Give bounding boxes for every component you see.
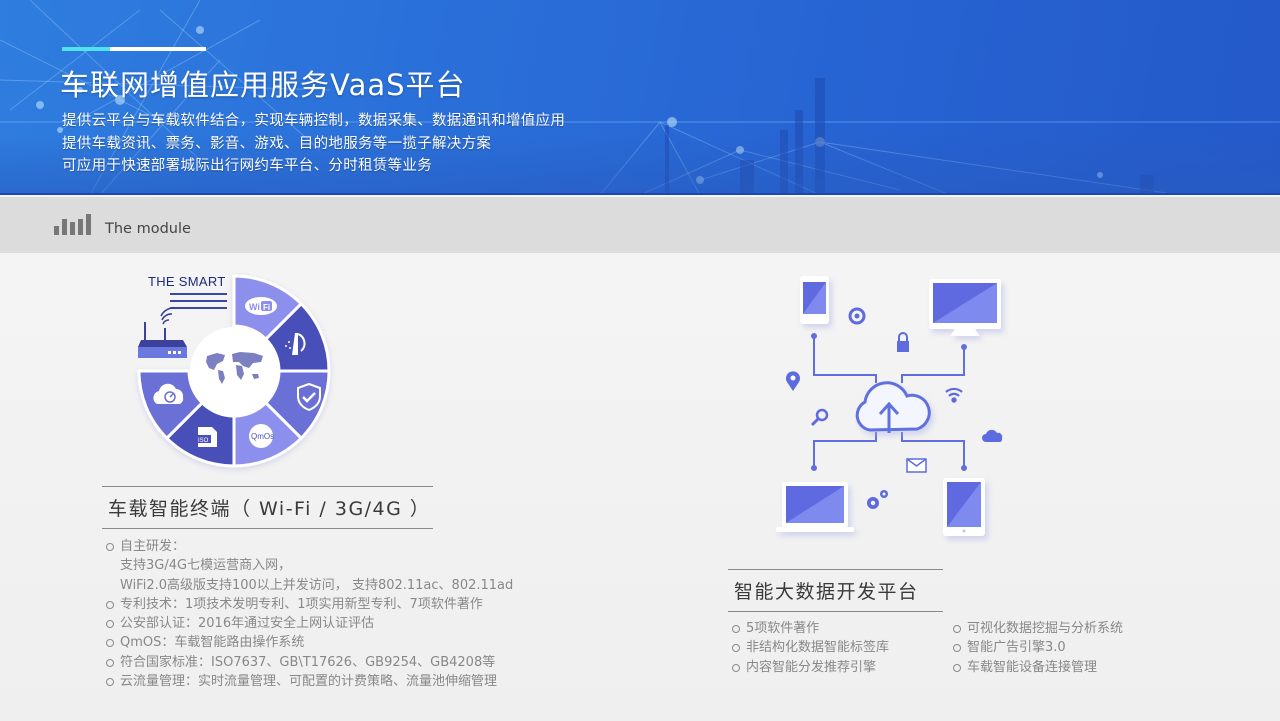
- feature-item: QmOS：车载智能路由操作系统: [104, 633, 513, 652]
- bullet-circle-icon: [732, 663, 740, 672]
- big-data-platform-diagram: [776, 276, 1003, 536]
- city-skyline-graphic: [0, 133, 1280, 193]
- feature-item: 专利技术：1项技术发明专利、1项实用新型专利、7项软件著作: [104, 595, 513, 614]
- banner-description: 提供云平台与车载软件结合，实现车辆控制，数据采集、数据通讯和增值应用 提供车载资…: [62, 110, 565, 178]
- big-data-features-col2: 可视化数据挖掘与分析系统 智能广告引擎3.0 车载智能设备连接管理: [951, 619, 1123, 677]
- svg-text:Wi: Wi: [249, 302, 260, 312]
- connection-lines: [813, 336, 965, 468]
- banner-line: 提供车载资讯、票务、影音、游戏、目的地服务等一揽子解决方案: [62, 135, 492, 152]
- bullet-circle-icon: [106, 620, 114, 629]
- iso-file-icon: ISO: [196, 427, 217, 447]
- laptop-icon: [776, 482, 854, 532]
- smart-terminal-features: 自主研发： 支持3G/4G七模运营商入网， WiFi2.0高级版支持100以上并…: [104, 537, 513, 691]
- desktop-monitor-icon: [929, 279, 1001, 336]
- at-sign-icon: [848, 307, 866, 325]
- bullet-circle-icon: [106, 639, 114, 648]
- page-title: 车联网增值应用服务VaaS平台: [60, 68, 466, 102]
- gears-icon: [867, 490, 888, 509]
- big-data-platform-title: 智能大数据开发平台: [728, 569, 943, 612]
- heading-lines-decoration: [170, 293, 227, 314]
- bullet-circle-icon: [953, 644, 961, 653]
- smart-heading: THE SMART: [148, 274, 226, 289]
- bullet-circle-icon: [953, 625, 961, 633]
- bullet-circle-icon: [106, 678, 114, 687]
- mail-icon: [906, 458, 927, 473]
- hero-banner: 车联网增值应用服务VaaS平台 提供云平台与车载软件结合，实现车辆控制，数据采集…: [0, 0, 1280, 195]
- title-accent-bar: [62, 47, 206, 51]
- smart-terminal-title: 车载智能终端（ Wi-Fi / 3G/4G ）: [102, 486, 433, 529]
- lock-icon: [897, 332, 909, 352]
- banner-line: 提供云平台与车载软件结合，实现车辆控制，数据采集、数据通讯和增值应用: [62, 113, 566, 129]
- feature-item: 5项软件著作: [730, 619, 889, 638]
- qmos-badge-icon: QmOs: [249, 424, 274, 448]
- banner-line: 可应用于快速部署城际出行网约车平台、分时租赁等业务: [62, 158, 432, 174]
- smart-terminal-ring-graphic: Wi Fi QmOs ISO: [137, 274, 331, 468]
- feature-item: 云流量管理：实时流量管理、可配置的计费策略、流量池伸缩管理: [104, 672, 513, 691]
- bullet-circle-icon: [106, 600, 114, 609]
- shield-check-icon: [297, 382, 321, 412]
- bullet-circle-icon: [106, 658, 114, 667]
- cloud-icon: [982, 429, 1003, 442]
- cloud-upload-icon: [855, 381, 931, 433]
- bar-chart-icon: [54, 214, 92, 235]
- svg-text:Fi: Fi: [263, 303, 270, 312]
- search-icon: [810, 408, 829, 427]
- svg-text:ISO: ISO: [198, 438, 209, 444]
- feature-item: 内容智能分发推荐引擎: [730, 658, 889, 677]
- location-pin-icon: [786, 371, 800, 391]
- feature-item: 非结构化数据智能标签库: [730, 638, 889, 657]
- feature-item: 可视化数据挖掘与分析系统: [951, 619, 1123, 638]
- feature-item: 智能广告引擎3.0: [951, 638, 1123, 657]
- bullet-circle-icon: [732, 625, 740, 633]
- feature-item: 符合国家标准：ISO7637、GB\T17626、GB9254、GB4208等: [104, 653, 513, 672]
- router-icon: [138, 307, 187, 358]
- bullet-circle-icon: [732, 644, 740, 653]
- module-section-header: The module: [0, 197, 1280, 253]
- tablet-icon: [943, 478, 985, 536]
- svg-text:QmOs: QmOs: [251, 432, 274, 441]
- feature-subitem: 支持3G/4G七模运营商入网，: [120, 558, 292, 574]
- feature-item: 公安部认证：2016年通过安全上网认证评估: [104, 614, 513, 633]
- world-map-icon: [206, 352, 263, 384]
- feature-subitem: WiFi2.0高级版支持100以上并发访问， 支持802.11ac、802.11…: [120, 577, 514, 593]
- smartphone-icon: [800, 276, 829, 324]
- bullet-circle-icon: [106, 543, 114, 551]
- feature-item: 自主研发：: [104, 537, 513, 556]
- road-navigation-icon: [285, 333, 306, 355]
- segment-cloud: [137, 369, 205, 441]
- wifi-icon: [945, 387, 963, 403]
- cloud-gauge-icon: [153, 383, 184, 404]
- big-data-features-col1: 5项软件著作 非结构化数据智能标签库 内容智能分发推荐引擎: [730, 619, 889, 677]
- feature-item: 车载智能设备连接管理: [951, 658, 1123, 677]
- wifi-cloud-icon: Wi Fi: [245, 297, 277, 315]
- module-label: The module: [105, 221, 191, 237]
- bullet-circle-icon: [953, 663, 961, 672]
